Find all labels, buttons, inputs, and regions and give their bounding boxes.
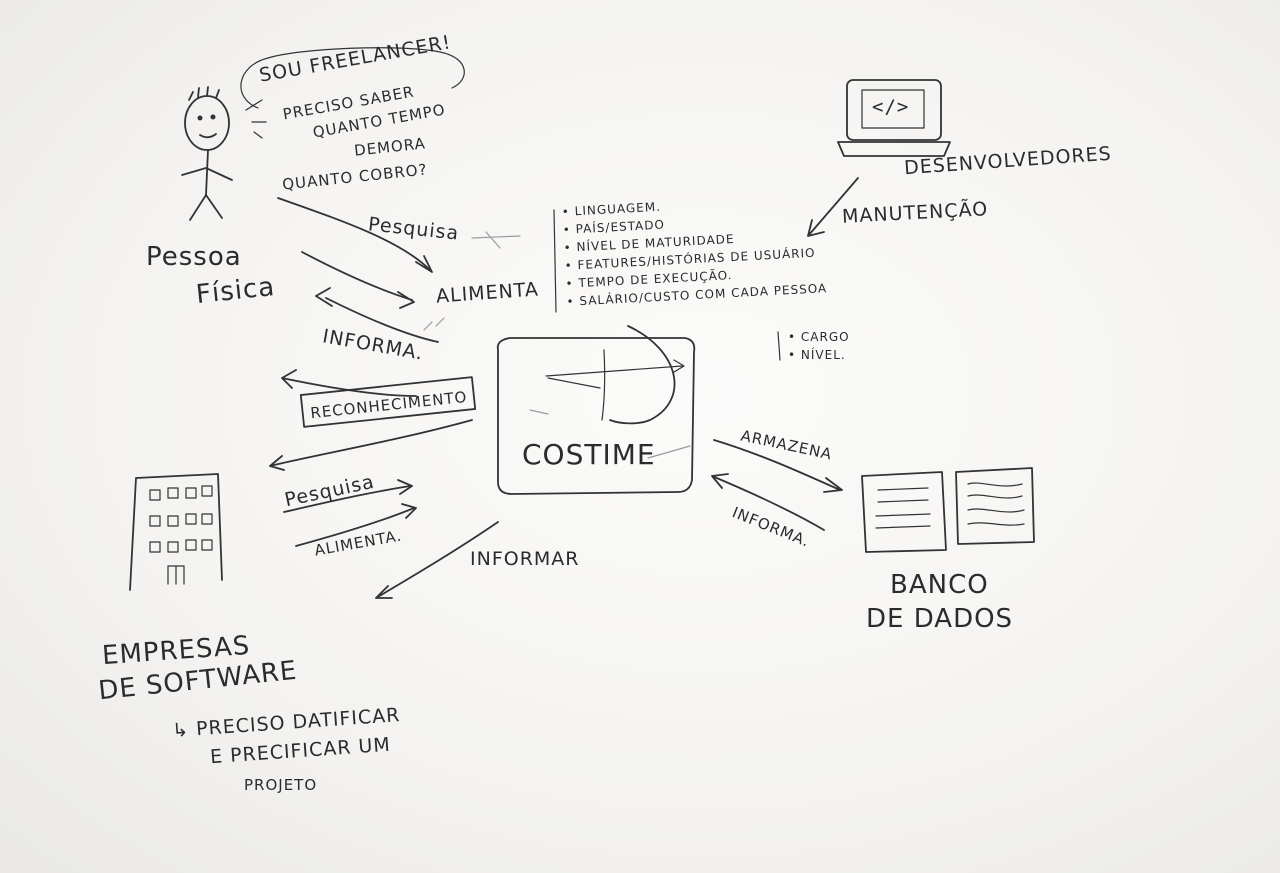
arrow-alimenta-empresa [295, 503, 417, 547]
costime-label: COSTIME [522, 438, 656, 471]
arrow-informa [315, 287, 439, 343]
code-glyph: </> [872, 96, 910, 118]
arrow-pesquisa [277, 197, 433, 273]
arrow-reconhecimento-top [281, 369, 417, 397]
database-label-2: DE DADOS [866, 604, 1014, 634]
arrow-reconhecimento-bottom [269, 419, 473, 471]
person-label: Pessoa [146, 242, 242, 272]
stick-figure-icon [181, 86, 233, 221]
arrow-informa-db [711, 473, 825, 531]
arrow-informar [375, 521, 499, 599]
list-item: NÍVEL. [788, 346, 850, 364]
laptop-icon [837, 79, 951, 157]
database-icon [861, 467, 1035, 553]
arrow-armazena [713, 439, 843, 493]
arrow-alimenta [301, 251, 415, 309]
companies-note-3: PROJETO [244, 776, 318, 794]
label-informar: INFORMAR [470, 548, 580, 570]
sub-list: CARGO NÍVEL. [788, 328, 850, 364]
database-label: BANCO [890, 570, 989, 600]
list-item: CARGO [788, 328, 850, 346]
reconhecimento-box [299, 376, 477, 428]
arrow-pesquisa-empresa [283, 479, 413, 513]
speech-bubble [240, 47, 465, 109]
building-icon [129, 473, 223, 591]
costime-box [496, 325, 696, 495]
list-bracket [553, 209, 557, 313]
data-list: LINGUAGEM. PAÍS/ESTADO NÍVEL DE MATURIDA… [561, 189, 827, 311]
sub-list-bracket [777, 331, 781, 361]
